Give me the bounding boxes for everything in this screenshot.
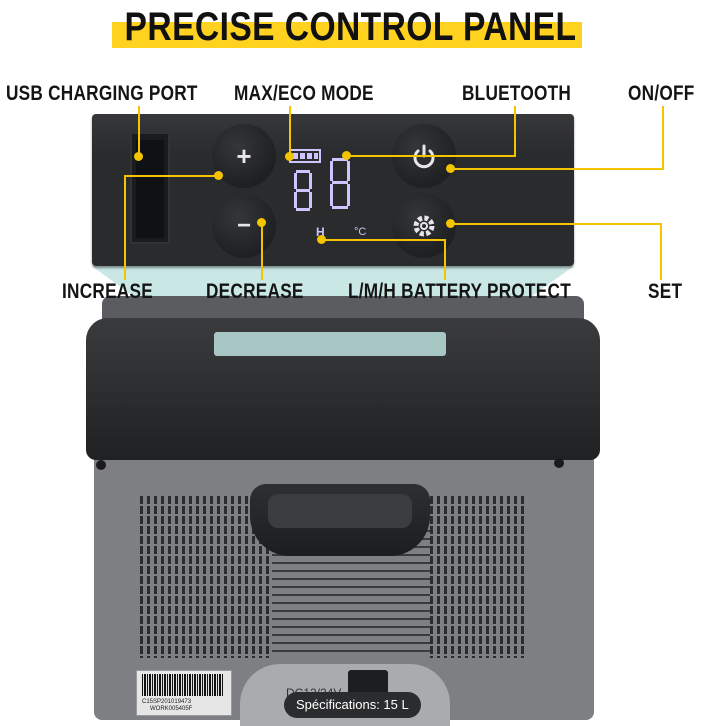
lid-control-strip [214,332,446,356]
callout-line-bluetooth-h [348,155,516,157]
callout-line-increase-h [124,175,218,177]
callout-line-on-off-v [662,106,664,170]
title-area: PRECISE CONTROL PANEL [0,0,701,60]
callout-dot-usb [134,152,143,161]
increase-button[interactable]: + [212,124,276,188]
decrease-button[interactable]: − [212,194,276,258]
minus-icon: − [236,212,251,239]
battery-mode-indicator: H [316,225,325,239]
callout-line-usb [138,106,140,156]
callout-dot-increase [214,171,223,180]
label-increase: INCREASE [62,280,153,303]
title-highlight [112,22,582,48]
callout-line-set-h [452,223,662,225]
specifications-badge: Spécifications: 15 L [284,692,421,718]
callout-line-set-v [660,224,662,280]
gear-icon [413,215,435,237]
callout-line-battery-v [444,240,446,280]
callout-dot-max-eco [285,152,294,161]
callout-line-max-eco [289,106,291,156]
vent-right-rows [430,496,526,658]
barcode-text-1: C15SP201019473 [142,699,192,705]
callout-dot-on-off [446,164,455,173]
callout-dot-decrease [257,218,266,227]
control-panel-sheen [92,114,574,154]
screw-left [96,460,106,470]
callout-dot-battery [317,235,326,244]
callout-line-battery-h [322,239,446,241]
callout-dot-bluetooth [342,151,351,160]
barcode-text-2: WORK005405F [150,706,193,712]
label-bluetooth: BLUETOOTH [462,82,572,105]
label-on-off: ON/OFF [628,82,695,105]
callout-line-bluetooth-v [514,106,516,156]
label-usb-charging-port: USB CHARGING PORT [6,82,198,105]
callout-line-decrease [261,222,263,280]
display-unit: °C [354,226,367,238]
carry-handle-grip [268,494,412,528]
label-max-eco-mode: MAX/ECO MODE [234,82,374,105]
temperature-display: °C H [288,140,372,240]
plus-icon: + [236,141,252,171]
screw-right [554,458,564,468]
display-segments [289,149,350,211]
page-title: PRECISE CONTROL PANEL [124,5,577,49]
callout-line-on-off-h [452,168,664,170]
callout-dot-set [446,219,455,228]
callout-line-increase-v [124,176,126,280]
label-decrease: DECREASE [206,280,304,303]
label-battery-protect: L/M/H BATTERY PROTECT [348,280,571,303]
barcode [142,674,224,696]
label-set: SET [648,280,683,303]
